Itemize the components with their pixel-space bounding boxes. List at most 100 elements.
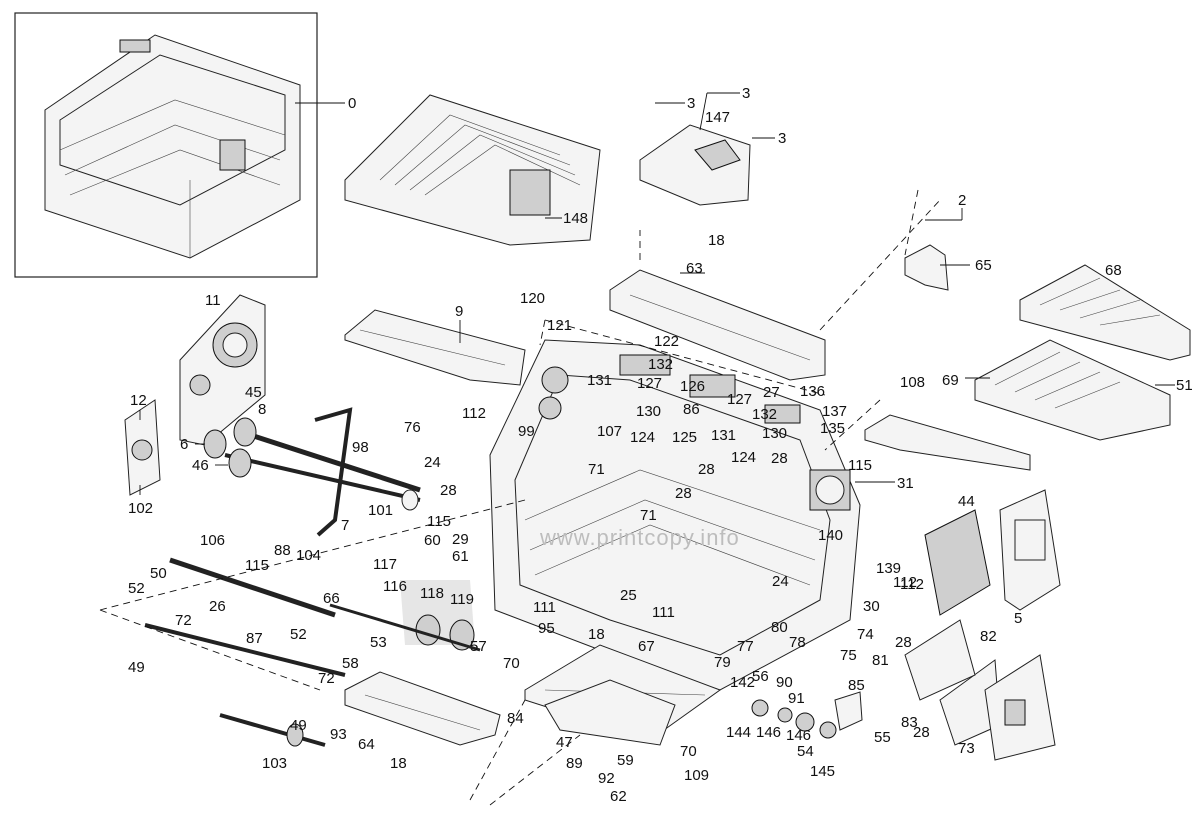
callout-label: 52 xyxy=(290,626,307,643)
callout-label: 111 xyxy=(652,604,675,621)
callout-label: 47 xyxy=(556,734,573,751)
frame-63-drawing xyxy=(609,199,941,381)
callout-label: 115 xyxy=(848,457,872,474)
callout-label: 58 xyxy=(342,655,359,672)
callout-label: 135 xyxy=(820,420,845,437)
callout-label: 118 xyxy=(420,585,444,602)
callout-label: 3 xyxy=(687,95,695,112)
callout-label: 121 xyxy=(547,317,572,334)
bracket-82-drawing xyxy=(999,489,1061,611)
callout-label: 106 xyxy=(200,532,225,549)
rollers-118-119-drawing xyxy=(329,580,481,652)
callout-label: 70 xyxy=(680,743,697,760)
callout-label: 146 xyxy=(756,724,781,741)
callout-label: 7 xyxy=(341,517,349,534)
callout-label: 136 xyxy=(800,383,825,400)
callout-label: 71 xyxy=(640,507,657,524)
callout-label: 3 xyxy=(778,130,786,147)
callout-label: 11 xyxy=(205,292,221,309)
callout-label: 45 xyxy=(245,384,262,401)
callout-label: 5 xyxy=(1014,610,1022,627)
callout-label: 132 xyxy=(752,406,777,423)
callout-label: 8 xyxy=(258,401,266,418)
full-assembly-drawing xyxy=(44,34,345,259)
cover-68-drawing xyxy=(1019,264,1191,361)
callout-label: 102 xyxy=(128,500,153,517)
callout-label: 24 xyxy=(772,573,789,590)
callout-label: 80 xyxy=(771,619,788,636)
callout-label: 49 xyxy=(290,717,307,734)
callout-label: 120 xyxy=(520,290,545,307)
board-83-drawing xyxy=(904,619,976,701)
drive-assembly-drawing xyxy=(124,294,266,496)
callout-label: 130 xyxy=(636,403,661,420)
callout-label: 68 xyxy=(1105,262,1122,279)
callout-label: 0 xyxy=(348,95,356,112)
gears-lower-drawing xyxy=(751,691,863,739)
bracket-65-drawing xyxy=(904,189,970,291)
callout-label: 73 xyxy=(958,740,975,757)
callout-label: 60 xyxy=(424,532,441,549)
callout-label: 49 xyxy=(128,659,145,676)
callout-label: 54 xyxy=(797,743,814,760)
callout-label: 103 xyxy=(262,755,287,772)
callout-label: 6 xyxy=(180,436,188,453)
callout-label: 62 xyxy=(610,788,627,805)
top-cover-drawing xyxy=(344,94,601,246)
lever-98-drawing xyxy=(314,407,353,537)
callout-label: 93 xyxy=(330,726,347,743)
callout-label: 63 xyxy=(686,260,703,277)
callout-label: 56 xyxy=(752,668,769,685)
callout-label: 75 xyxy=(840,647,857,664)
callout-label: 107 xyxy=(597,423,622,440)
callout-label: 18 xyxy=(390,755,407,772)
callout-label: 90 xyxy=(776,674,793,691)
callout-label: 24 xyxy=(424,454,441,471)
callout-label: 64 xyxy=(358,736,375,753)
callout-label: 147 xyxy=(705,109,730,126)
callout-label: 131 xyxy=(587,372,612,389)
callout-labels: 0 3 3 3 147 148 2 65 18 63 68 69 51 11 1… xyxy=(128,85,1193,805)
callout-label: 112 xyxy=(462,405,486,422)
callout-label: 88 xyxy=(274,542,291,559)
callout-label: 146 xyxy=(786,727,811,744)
callout-label: 29 xyxy=(452,531,469,548)
callout-label: 115 xyxy=(245,557,269,574)
callout-label: 59 xyxy=(617,752,634,769)
cover-108-drawing xyxy=(824,399,1031,471)
callout-label: 67 xyxy=(638,638,655,655)
callout-label: 3 xyxy=(742,85,750,102)
cover-69-drawing xyxy=(965,339,1175,441)
callout-label: 122 xyxy=(654,333,679,350)
callout-label: 112 xyxy=(900,576,924,593)
callout-label: 124 xyxy=(731,449,756,466)
callout-label: 72 xyxy=(318,670,335,687)
roller-103-drawing xyxy=(219,713,326,747)
callout-label: 53 xyxy=(370,634,387,651)
callout-label: 87 xyxy=(246,630,263,647)
board-44-drawing xyxy=(924,509,991,616)
callout-label: 55 xyxy=(874,729,891,746)
callout-label: 69 xyxy=(942,372,959,389)
callout-label: 28 xyxy=(698,461,715,478)
callout-label: 61 xyxy=(452,548,469,565)
callout-label: 145 xyxy=(810,763,835,780)
callout-label: 108 xyxy=(900,374,925,391)
callout-label: 78 xyxy=(789,634,806,651)
roller-106-drawing xyxy=(169,557,336,618)
callout-label: 26 xyxy=(209,598,226,615)
callout-label: 82 xyxy=(980,628,997,645)
callout-label: 71 xyxy=(588,461,605,478)
board-147-drawing xyxy=(639,92,775,206)
callout-label: 112 xyxy=(893,574,917,591)
callout-label: 148 xyxy=(563,210,588,227)
shaft-assembly-drawing xyxy=(195,417,421,511)
callout-label: 18 xyxy=(708,232,725,249)
main-frame-drawing xyxy=(489,319,861,691)
callout-label: 46 xyxy=(192,457,209,474)
callout-label: 27 xyxy=(763,384,780,401)
callout-label: 70 xyxy=(503,655,520,672)
callout-label: 137 xyxy=(822,403,847,420)
callout-label: 66 xyxy=(323,590,340,607)
callout-label: 139 xyxy=(876,560,901,577)
